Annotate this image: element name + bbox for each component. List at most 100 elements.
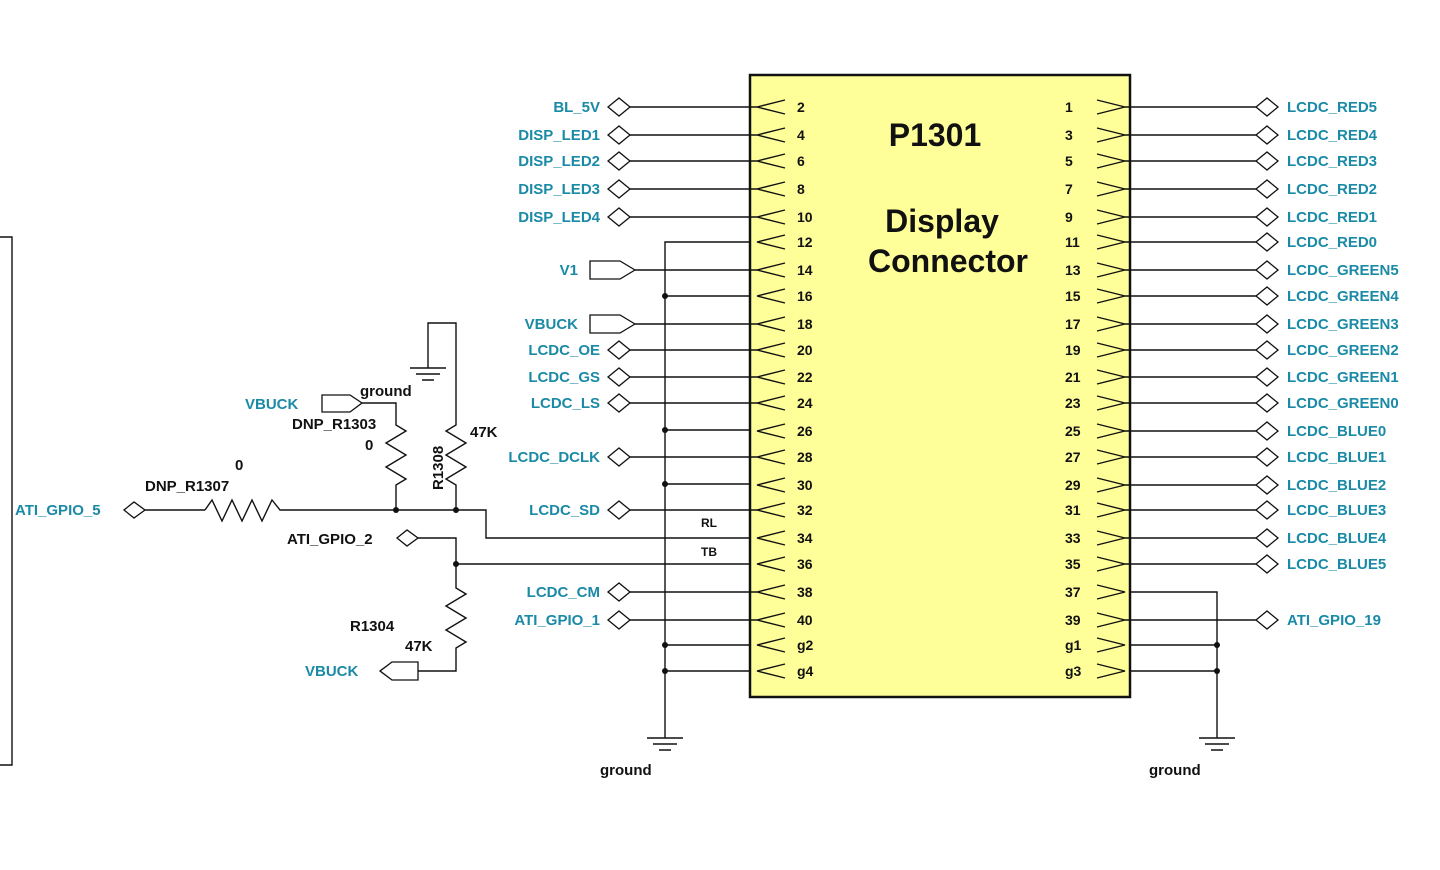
right-pin-g1: g1 — [1065, 637, 1126, 653]
right-pin-number: 23 — [1065, 395, 1081, 411]
r1307-gap — [205, 500, 285, 522]
bidir-port-icon — [606, 610, 632, 630]
left-pin-number: 40 — [797, 612, 813, 628]
left-pin-26: 26 — [756, 423, 813, 439]
ground-right-label: ground — [1149, 762, 1201, 779]
bidir-port-icon — [606, 151, 632, 171]
bidir-port-icon — [1254, 97, 1280, 117]
r1307-resistor — [204, 498, 285, 523]
right-pin-number: 27 — [1065, 449, 1081, 465]
right-pin-number: 33 — [1065, 530, 1081, 546]
left-ground-bus — [647, 241, 750, 751]
right-pin-number: 19 — [1065, 342, 1081, 358]
right-net-label: LCDC_RED4 — [1287, 127, 1378, 144]
right-pin-number: g3 — [1065, 663, 1082, 679]
vbuck-top-port — [321, 394, 364, 413]
left-net-label: LCDC_OE — [528, 342, 600, 359]
bidir-port-icon — [606, 340, 632, 360]
left-pin-number: g4 — [797, 663, 814, 679]
left-net-label: DISP_LED2 — [518, 153, 600, 170]
bidir-port-icon — [606, 179, 632, 199]
left-pin-number: 8 — [797, 181, 805, 197]
right-pin-27: 27 LCDC_BLUE1 — [1065, 447, 1386, 467]
dnp-r1303-label: DNP_R1303 — [292, 416, 376, 433]
left-pin-number: 16 — [797, 288, 813, 304]
bidir-port-icon — [606, 97, 632, 117]
left-net-label: LCDC_SD — [529, 502, 600, 519]
right-pin-number: 17 — [1065, 316, 1081, 332]
bidir-port-icon — [1254, 554, 1280, 574]
left-net-label: LCDC_GS — [528, 369, 600, 386]
left-net-label: BL_5V — [553, 99, 600, 116]
bidir-port-icon — [1254, 286, 1280, 306]
bidir-port-icon — [1254, 232, 1280, 252]
right-net-label: LCDC_BLUE3 — [1287, 502, 1386, 519]
bidir-port-icon — [606, 500, 632, 520]
left-net-label: LCDC_CM — [527, 584, 600, 601]
ground-top-label: ground — [360, 383, 412, 400]
left-pin-number: 34 — [797, 530, 813, 546]
left-pin-number: 22 — [797, 369, 813, 385]
left-net-label: ATI_GPIO_1 — [514, 612, 600, 629]
bidir-port-icon — [606, 367, 632, 387]
left-pin-number: 28 — [797, 449, 813, 465]
left-pin-2: 2 BL_5V — [553, 97, 805, 117]
vbuck-bottom-port — [378, 661, 419, 681]
right-net-label: LCDC_RED5 — [1287, 99, 1377, 116]
frame-edge — [0, 236, 13, 766]
right-pin-number: g1 — [1065, 637, 1082, 653]
r1307-value: 0 — [235, 457, 243, 474]
right-net-label: LCDC_BLUE2 — [1287, 477, 1386, 494]
r1304-value: 47K — [405, 638, 433, 655]
bidir-port-icon — [1254, 207, 1280, 227]
ground-symbol-top — [410, 367, 446, 381]
r1308-label: R1308 — [430, 446, 447, 490]
left-pin-number: g2 — [797, 637, 814, 653]
dnp-r1303-resistor — [362, 402, 408, 510]
left-pin-g2: g2 — [756, 637, 814, 653]
r1304-resistor — [418, 564, 468, 672]
r1308-value: 47K — [470, 424, 498, 441]
rl-label: RL — [701, 516, 717, 530]
right-ground-bus — [1130, 591, 1235, 751]
left-pin-number: 4 — [797, 127, 805, 143]
right-pin-number: 39 — [1065, 612, 1081, 628]
left-pin-g4: g4 — [756, 663, 814, 679]
left-pin-16: 16 — [756, 288, 813, 304]
bidir-port-icon — [606, 393, 632, 413]
connector-body — [748, 73, 1132, 699]
left-pin-number: 2 — [797, 99, 805, 115]
input-port-icon — [589, 314, 637, 334]
bidir-port-icon — [1254, 528, 1280, 548]
ati-gpio-5-label: ATI_GPIO_5 — [15, 502, 101, 519]
left-pin-number: 6 — [797, 153, 805, 169]
right-net-label: LCDC_BLUE1 — [1287, 449, 1386, 466]
left-pin-number: 12 — [797, 234, 813, 250]
connector-name-line1: Display — [885, 203, 999, 239]
dnp-r1303-value: 0 — [365, 437, 373, 454]
left-pin-40: 40 ATI_GPIO_1 — [514, 610, 813, 630]
bidir-port-icon — [1254, 179, 1280, 199]
right-pin-number: 11 — [1065, 234, 1080, 250]
left-pin-34: 34 — [756, 530, 813, 546]
ati-gpio-2-label: ATI_GPIO_2 — [287, 531, 373, 548]
vbuck-top-label: VBUCK — [245, 396, 299, 413]
right-net-label: LCDC_GREEN2 — [1287, 342, 1399, 359]
